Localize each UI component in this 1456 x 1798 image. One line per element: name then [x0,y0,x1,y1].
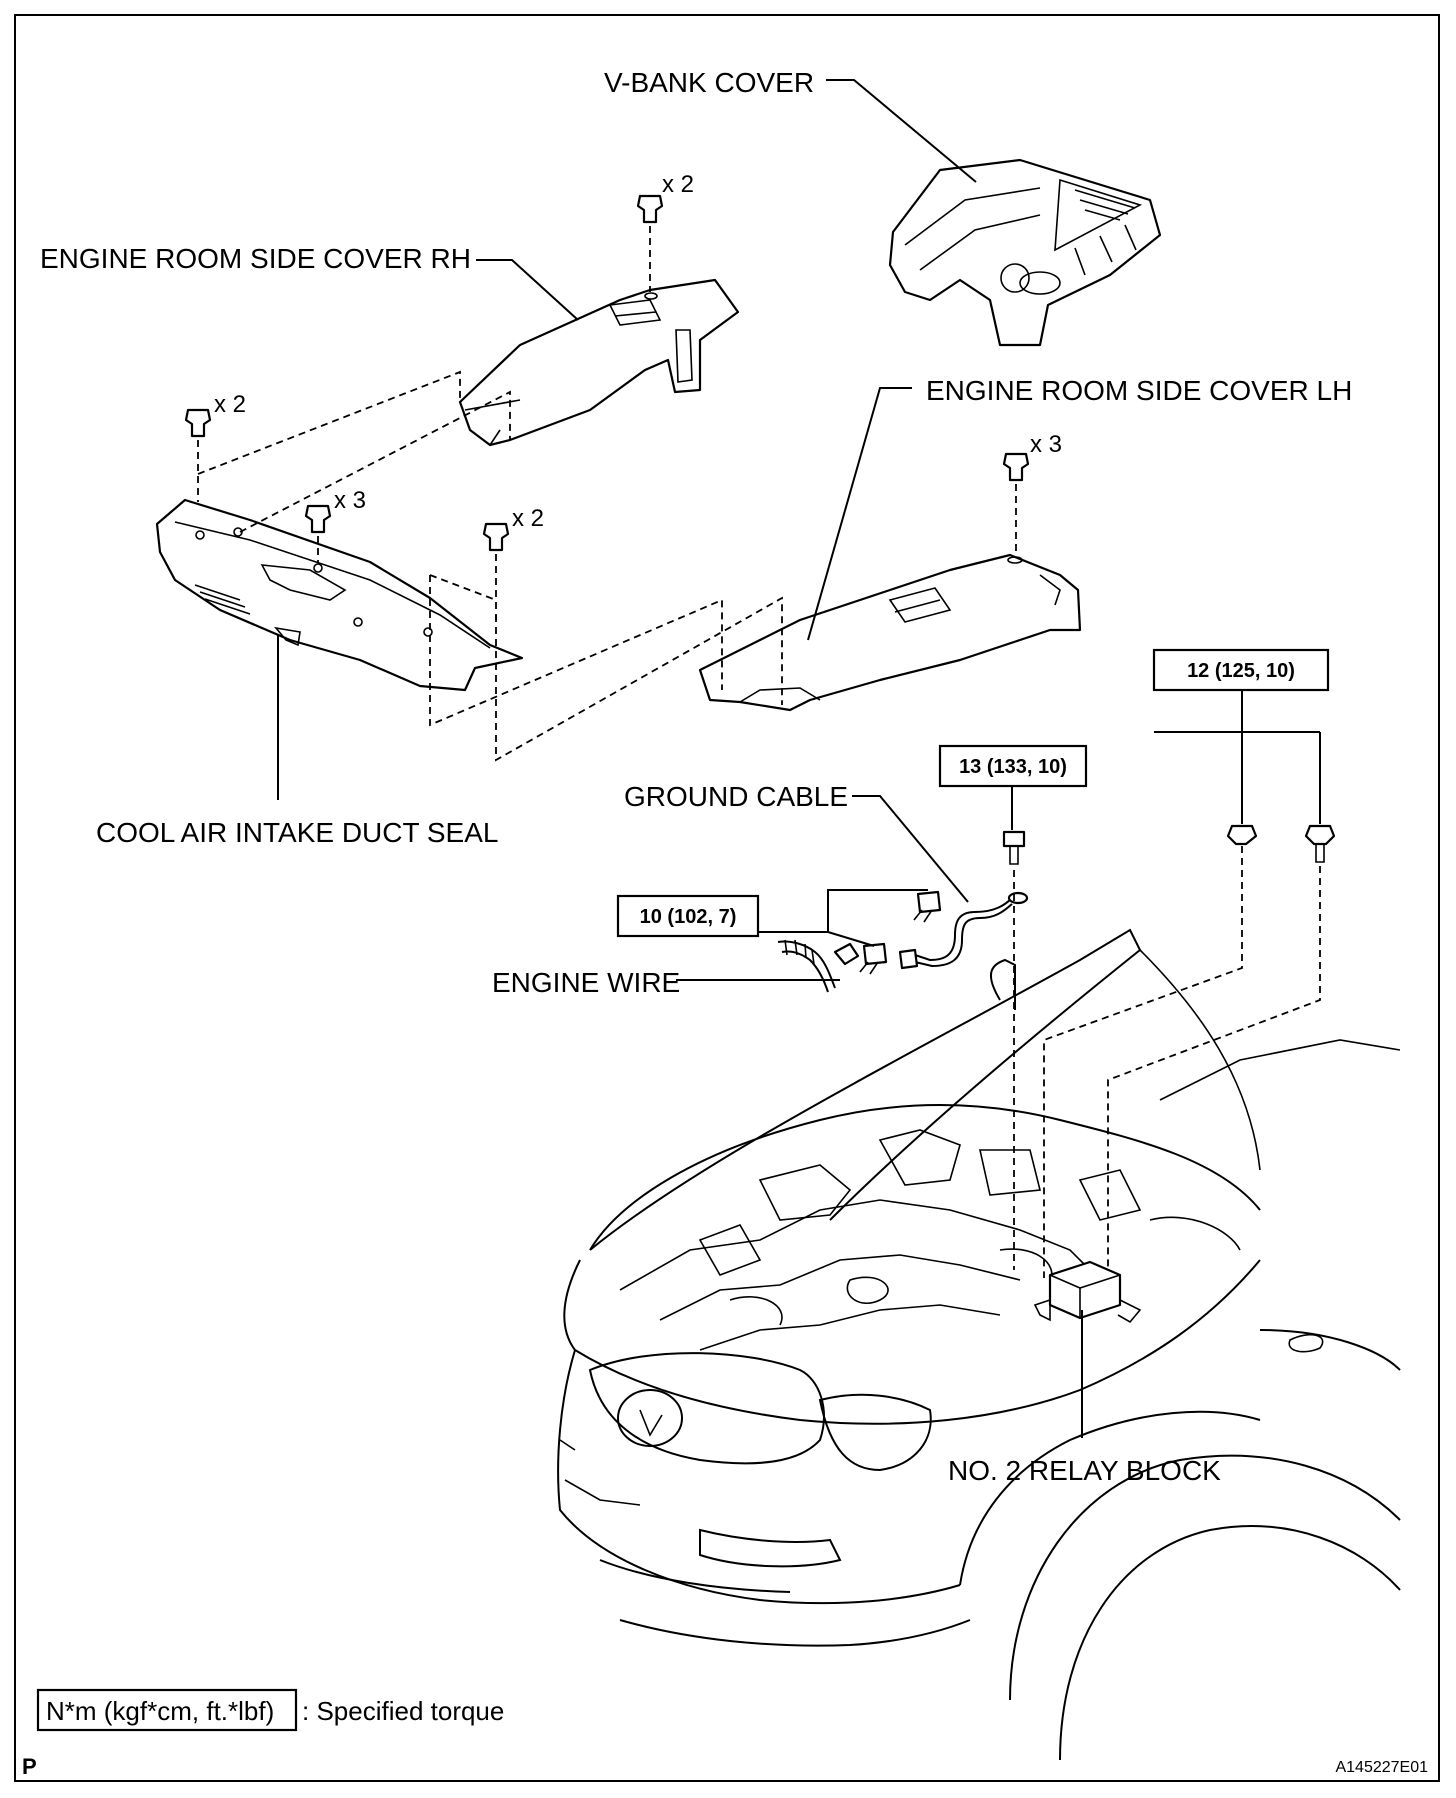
torque-box-wire [616,894,760,938]
ground-bolt [1002,830,1026,865]
leader-side-lh [807,387,912,641]
rh-clip-qty: x 2 [662,171,694,198]
clip-seal-left [184,408,212,502]
side-cover-lh-label: ENGINE ROOM SIDE COVER LH [926,375,1352,406]
ground-cable-part [898,891,1029,970]
diagram-frame [14,14,1440,1782]
clip-seal-right [482,522,510,620]
wire-bolt-upper [913,890,942,923]
relay-bolt [1304,824,1336,863]
engine-wire-part [777,939,860,993]
relay-nut [1226,824,1258,846]
corner-mark: P [22,1754,37,1779]
legend-description: : Specified torque [302,1696,504,1726]
lh-clip-qty: x 3 [1030,431,1062,458]
v-bank-cover-part [888,158,1162,347]
side-cover-lh-part [698,553,1082,712]
duct-seal-part [155,498,524,692]
vehicle-outline [557,928,1401,1761]
seal-center-clip-qty: x 3 [334,487,366,514]
leader-side-rh [476,259,579,321]
side-cover-rh-label: ENGINE ROOM SIDE COVER RH [40,243,471,274]
torque-ground-value: 13 (133, 10) [959,756,1067,778]
clip-seal-center [304,504,332,562]
ground-cable-label: GROUND CABLE [624,781,848,812]
leader-ground-cable [852,795,969,903]
clip-rh [636,194,664,292]
torque-box-ground [938,744,1088,788]
v-bank-cover-label: V-BANK COVER [604,67,814,98]
seal-right-clip-qty: x 2 [512,505,544,532]
side-cover-rh-part [458,278,740,447]
engine-wire-label: ENGINE WIRE [492,967,680,998]
torque-box-relay [1152,648,1330,692]
torque-wire-value: 10 (102, 7) [640,906,737,928]
legend-unit: N*m (kgf*cm, ft.*lbf) [46,1696,274,1726]
clip-lh [1002,452,1030,552]
wire-bolt-lower [859,942,888,975]
legend-box [36,1688,298,1732]
figure-id: A145227E01 [1335,1759,1428,1776]
torque-relay-value: 12 (125, 10) [1187,660,1295,682]
relay-block-label: NO. 2 RELAY BLOCK [948,1455,1221,1486]
leader-v-bank [826,79,977,183]
seal-left-clip-qty: x 2 [214,391,246,418]
duct-seal-label: COOL AIR INTAKE DUCT SEAL [96,817,498,848]
